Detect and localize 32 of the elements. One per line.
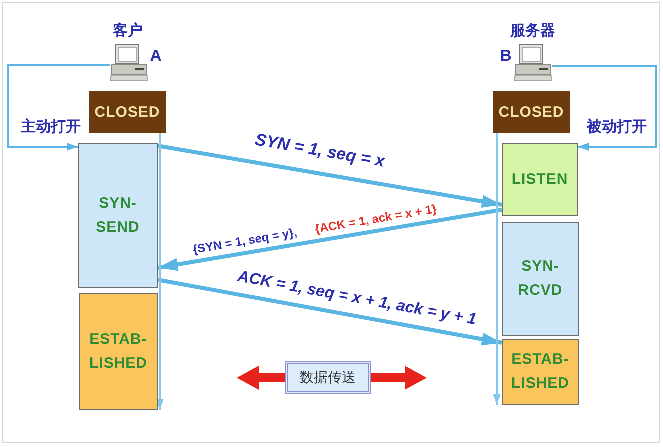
computer-icon — [514, 44, 552, 82]
state-name: CLOSED — [498, 104, 564, 120]
device-label: 服务器 — [510, 22, 556, 40]
state-box — [502, 143, 578, 216]
state-box — [493, 91, 570, 133]
device-label: 客户 — [113, 22, 143, 40]
timeline-arrow — [493, 133, 501, 405]
arrow — [7, 64, 110, 151]
edge-label: ACK = 1, seq = x + 1, ack = y + 1 — [236, 268, 478, 330]
timeline-arrow — [156, 133, 164, 410]
state-name: ESTAB- LISHED — [510, 350, 570, 394]
edge-label: {SYN = 1, seq = y}, — [192, 225, 299, 257]
message-label: {ACK = 1, ack = x + 1} — [314, 202, 438, 236]
device-letter: B — [500, 48, 512, 66]
state-box — [502, 222, 579, 336]
state-box — [78, 143, 158, 288]
state-name: SYN- RCVD — [517, 257, 564, 301]
state-name: LISTEN — [512, 170, 568, 190]
state-name: SYN- SEND — [95, 194, 141, 238]
edge-label: 被动打开 — [587, 118, 647, 136]
device-letter: A — [150, 48, 162, 66]
edge-label: 主动打开 — [21, 118, 81, 136]
state-box — [89, 91, 166, 133]
state-name: CLOSED — [94, 104, 160, 120]
transfer-box — [285, 361, 371, 394]
edge-label: SYN = 1, seq = x — [254, 130, 386, 172]
state-box — [79, 293, 158, 410]
transfer-label: 数据传送 — [300, 368, 356, 386]
arrow — [552, 65, 657, 151]
computer-icon — [110, 44, 148, 82]
state-box — [502, 339, 579, 405]
state-name: ESTAB- LISHED — [88, 330, 148, 374]
